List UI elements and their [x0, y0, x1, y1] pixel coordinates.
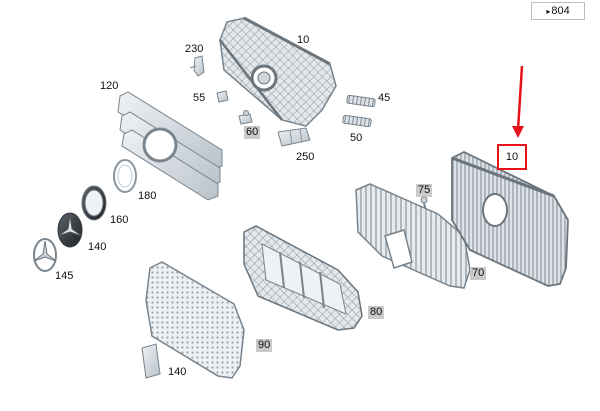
- cover-140: [141, 343, 161, 379]
- star-emblem-145: [33, 238, 57, 272]
- part-label-180: 180: [138, 190, 157, 202]
- emblem-disc-160: [81, 185, 107, 221]
- bracket-250: [277, 127, 311, 147]
- part-label-55: 55: [193, 92, 206, 104]
- part-label-45: 45: [378, 92, 391, 104]
- highlighted-part-number: 10: [497, 144, 527, 170]
- grille-assembly-top: [219, 16, 337, 127]
- part-label-160: 160: [110, 214, 129, 226]
- part-label-230: 230: [185, 43, 204, 55]
- part-label-50: 50: [350, 132, 363, 144]
- part-label-60: 60: [244, 126, 261, 139]
- part-label-145: 145: [55, 270, 74, 282]
- page-reference[interactable]: ▸804: [531, 2, 585, 20]
- part-label-10-top: 10: [297, 34, 310, 46]
- grille-panel-90: [145, 261, 245, 379]
- part-label-250: 250: [296, 151, 315, 163]
- reference-page-number: 804: [551, 5, 570, 17]
- play-arrow-icon: ▸: [546, 7, 551, 16]
- trim-strip-45: [346, 94, 376, 108]
- bracket-230: [189, 55, 205, 77]
- part-label-90: 90: [256, 339, 273, 352]
- part-label-140-cover: 140: [168, 366, 187, 378]
- part-label-70: 70: [470, 267, 487, 280]
- grille-frame-80: [243, 225, 363, 331]
- grille-frame-120: [117, 91, 223, 201]
- highlight-arrow: [512, 65, 524, 138]
- emblem-ring-180: [113, 159, 137, 193]
- trim-strip-50: [342, 114, 372, 128]
- grille-insert-70: [355, 183, 471, 289]
- part-label-75: 75: [416, 184, 433, 197]
- part-label-80: 80: [368, 306, 385, 319]
- part-label-140-emblem: 140: [88, 241, 107, 253]
- grille-highlighted-10: [451, 150, 569, 287]
- clip-55: [216, 90, 229, 103]
- clip-60: [238, 110, 253, 125]
- part-label-120: 120: [100, 80, 119, 92]
- star-emblem-140: [57, 212, 83, 248]
